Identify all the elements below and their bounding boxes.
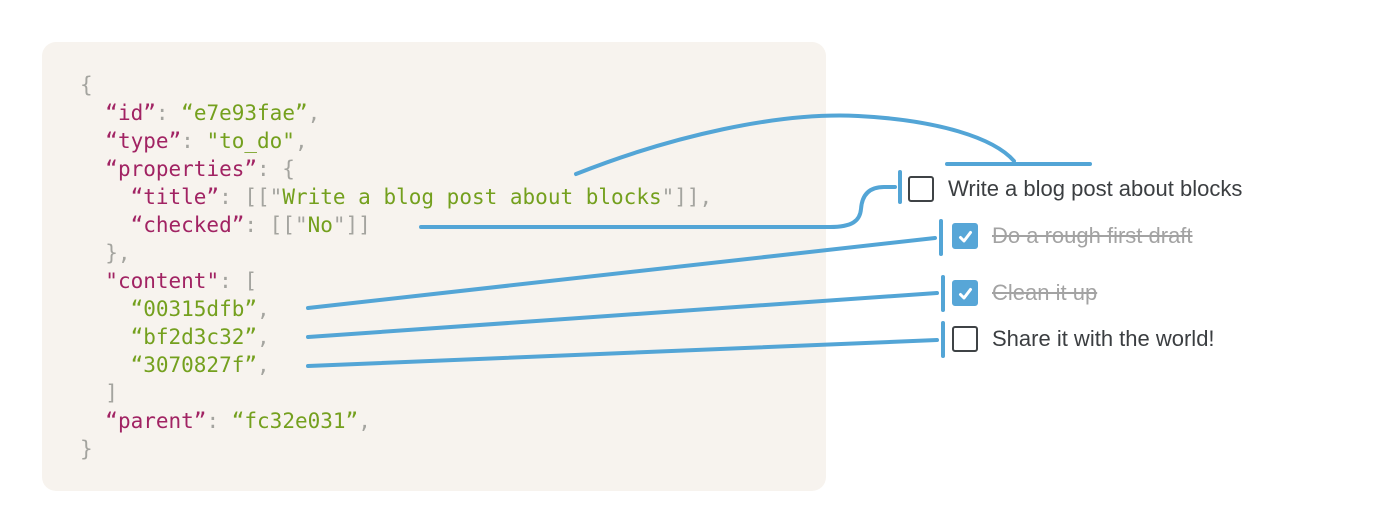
todo-item: Do a rough first draft [952,223,1193,249]
todo-checkbox-checked[interactable] [952,223,978,249]
todo-item-label: Share it with the world! [992,326,1215,351]
checkmark-icon [958,230,972,242]
todo-item-label: Clean it up [992,280,1098,305]
todo-checkbox-checked[interactable] [952,280,978,306]
todo-item: Write a blog post about blocks [908,176,1242,202]
todo-item-label: Write a blog post about blocks [948,176,1243,201]
json-code: { “id”: “e7e93fae”, “type”: "to_do", “pr… [80,73,713,461]
todo-item-label: Do a rough first draft [992,223,1193,248]
checkmark-icon [958,287,972,299]
json-code-panel: { “id”: “e7e93fae”, “type”: "to_do", “pr… [42,42,826,491]
todo-item: Clean it up [952,280,1097,306]
todo-checkbox-unchecked[interactable] [908,176,934,202]
todo-checkbox-unchecked[interactable] [952,326,978,352]
todo-item: Share it with the world! [952,326,1215,352]
